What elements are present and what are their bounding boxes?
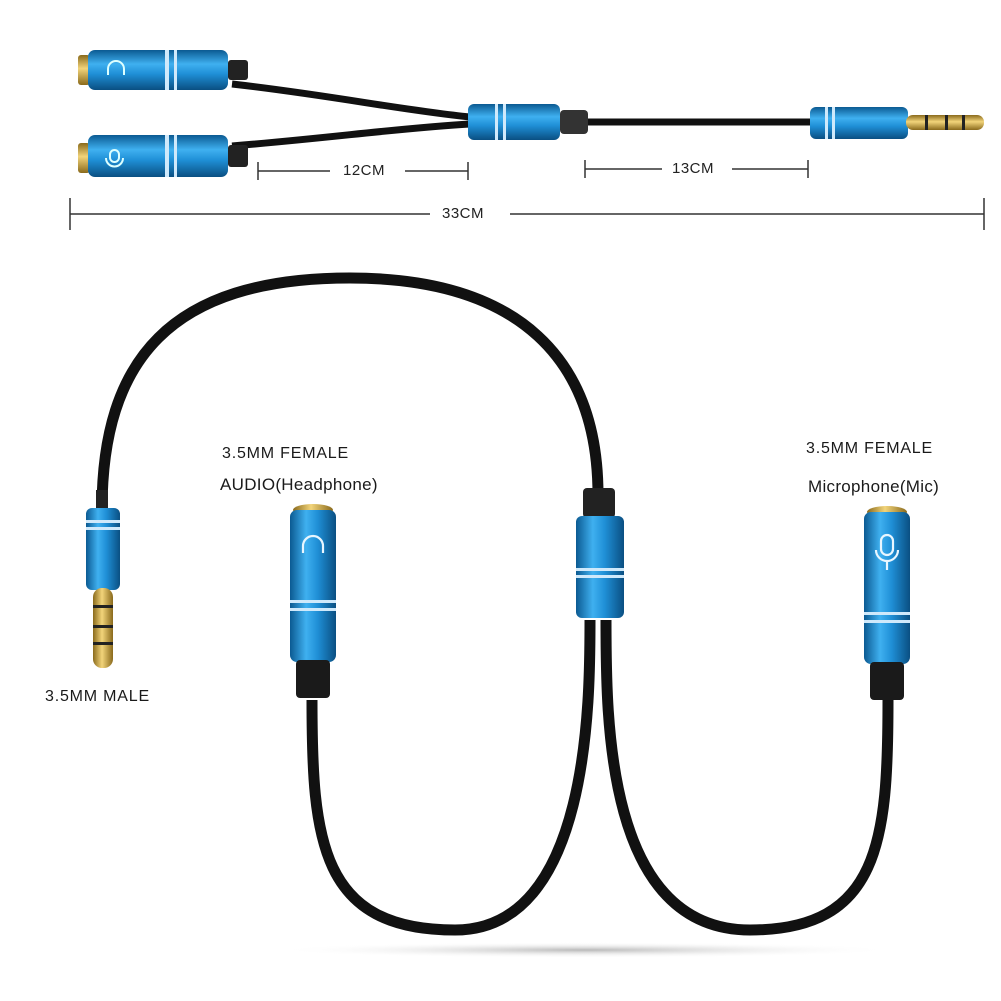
cable-shadow bbox=[275, 942, 895, 958]
dimension-12cm-label: 12CM bbox=[343, 162, 386, 179]
bottom-cable-diagram bbox=[86, 272, 910, 958]
bottom-female-mic-plug bbox=[864, 506, 910, 700]
dimension-13cm-label: 13CM bbox=[672, 160, 715, 177]
bottom-male-plug bbox=[86, 490, 120, 668]
dimension-33cm bbox=[69, 198, 985, 230]
top-cable-diagram bbox=[69, 50, 985, 230]
bottom-cable-left-branch bbox=[306, 619, 596, 936]
bottom-cable-loop bbox=[96, 272, 604, 511]
male-plug-label: 3.5MM MALE bbox=[45, 688, 150, 705]
top-cable-lower-branch bbox=[231, 120, 471, 150]
top-male-plug bbox=[810, 107, 984, 139]
mic-plug-label-purpose: Microphone(Mic) bbox=[808, 477, 940, 496]
headphone-icon bbox=[107, 60, 125, 75]
top-cable-upper-branch bbox=[231, 80, 471, 121]
bottom-cable-right-branch bbox=[600, 619, 894, 936]
mic-plug-label-type: 3.5MM FEMALE bbox=[806, 440, 933, 457]
top-female-mic-plug bbox=[78, 135, 248, 177]
microphone-icon bbox=[105, 149, 124, 168]
top-splitter-body bbox=[468, 104, 588, 140]
audio-plug-label-purpose: AUDIO(Headphone) bbox=[220, 475, 378, 494]
top-female-audio-plug bbox=[78, 50, 248, 90]
bottom-splitter-body bbox=[576, 488, 624, 618]
headphone-icon bbox=[301, 534, 325, 553]
audio-plug-label-type: 3.5MM FEMALE bbox=[222, 445, 349, 462]
dimension-12cm bbox=[257, 162, 469, 180]
microphone-icon bbox=[874, 533, 900, 570]
bottom-female-audio-plug bbox=[290, 504, 336, 698]
dimension-33cm-label: 33CM bbox=[442, 205, 485, 222]
dimension-13cm bbox=[584, 160, 809, 178]
